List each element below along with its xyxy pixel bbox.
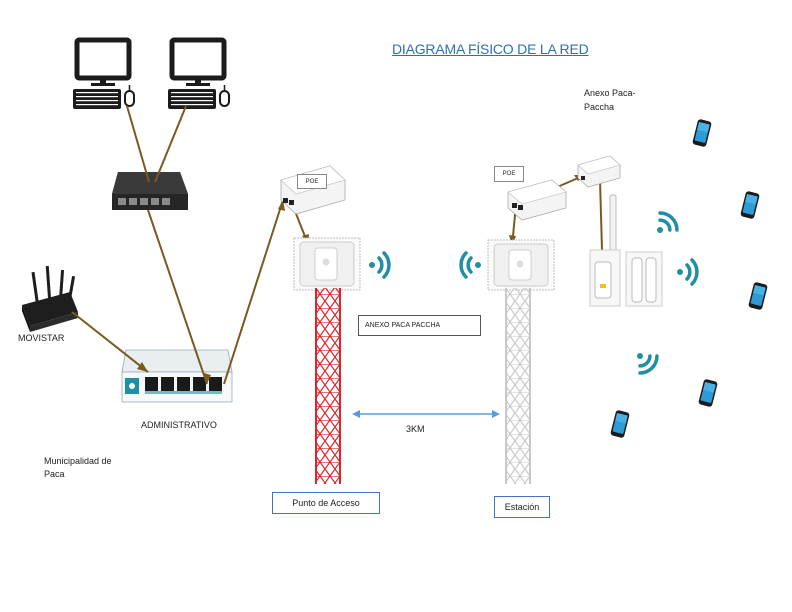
- poe-injector-icon: [577, 155, 621, 188]
- tower-icon: [505, 288, 531, 484]
- label-movistar: MOVISTAR: [18, 333, 65, 343]
- poe-injector-icon: [507, 179, 567, 221]
- label-administrativo: ADMINISTRATIVO: [141, 420, 217, 430]
- mikrotik-router-icon: [121, 349, 233, 403]
- label-anexo-paca-paccha: Anexo Paca-Paccha: [584, 88, 636, 112]
- tower-icon: [315, 288, 341, 484]
- anexo-box: ANEXO PACA PACCHA: [358, 315, 481, 336]
- punto-acceso-box: Punto de Acceso: [272, 492, 380, 514]
- router-icon: [22, 265, 78, 332]
- estacion-box: Estación: [494, 496, 550, 518]
- wifi-icon: [647, 207, 683, 243]
- phone-icon: [610, 409, 630, 439]
- distance-arrow: [352, 410, 500, 418]
- antenna-icon: [487, 239, 555, 291]
- poe-label: POE: [297, 174, 327, 189]
- antenna-icon: [293, 237, 361, 291]
- label-distance: 3KM: [406, 424, 425, 434]
- phone-icon: [692, 118, 712, 148]
- title-part-2: FÍSICO DE LA RED: [468, 41, 589, 57]
- computer-icon: [168, 40, 229, 109]
- title-part-1: DIAGRAMA: [392, 41, 465, 57]
- phone-icon: [698, 378, 718, 408]
- diagram-title: DIAGRAMA FÍSICO DE LA RED: [392, 41, 589, 57]
- wifi-icon: [627, 343, 663, 379]
- wifi-icon: [459, 251, 483, 279]
- switch-icon: [112, 172, 188, 210]
- poe-label: POE: [494, 166, 524, 182]
- phone-icon: [748, 281, 768, 311]
- wifi-icon: [675, 258, 699, 286]
- wifi-icon: [367, 251, 391, 279]
- label-municipalidad: Municipalidad de Paca: [44, 456, 112, 479]
- phone-icon: [740, 190, 760, 220]
- computer-icon: [73, 40, 134, 109]
- sector-antenna-icon: [589, 194, 663, 307]
